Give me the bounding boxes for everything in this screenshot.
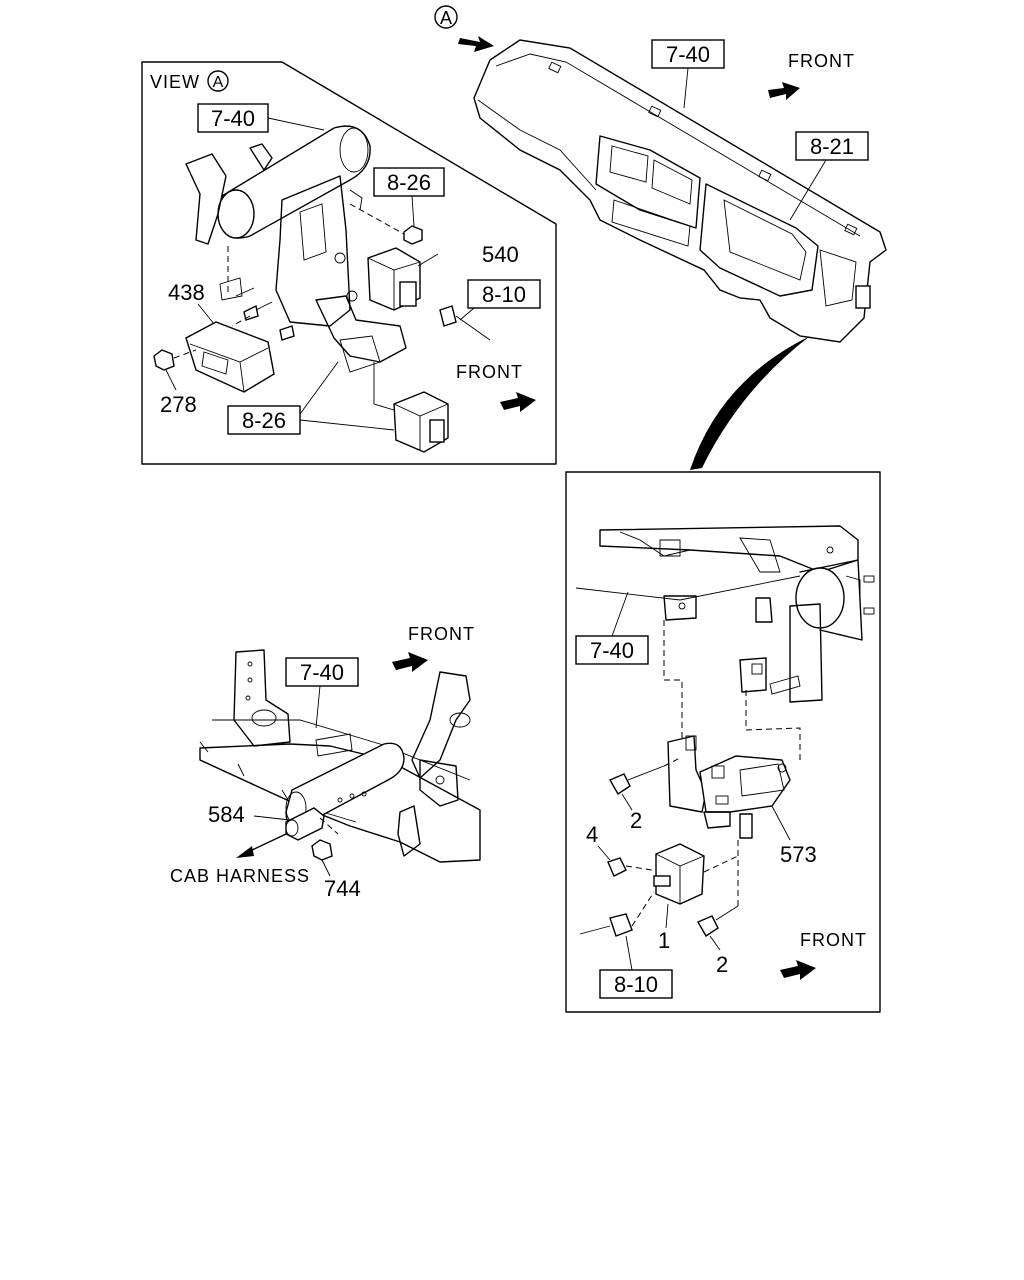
part-540-label: 540 xyxy=(482,242,519,267)
relay-detail-inset: 7-40 573 2 1 4 xyxy=(565,471,881,1013)
view-a-frame xyxy=(141,61,557,465)
part-278-label: 278 xyxy=(160,392,197,417)
ref-box-8-26-top xyxy=(373,167,445,197)
frame-left-pillar xyxy=(233,649,291,747)
view-a-inset: VIEW A 7-40 8-26 540 xyxy=(141,61,557,465)
front-label-frame: FRONT xyxy=(408,624,475,644)
ref-8-26-bottom-label: 8-26 xyxy=(242,408,286,433)
mounting-plate xyxy=(275,175,351,327)
part-584-label: 584 xyxy=(208,802,245,827)
part-573-label: 573 xyxy=(780,842,817,867)
dashboard-body xyxy=(473,39,887,343)
ref-7-40-frame-label: 7-40 xyxy=(300,660,344,685)
frame-right-pillar xyxy=(411,671,471,779)
ref-8-26-top-label: 8-26 xyxy=(387,170,431,195)
part-2-upper-label: 2 xyxy=(630,808,642,833)
nut-278 xyxy=(153,349,175,371)
ref-box-7-40-dash xyxy=(651,39,725,69)
detail-upper-beam xyxy=(599,525,859,573)
ref-7-40-view-label: 7-40 xyxy=(211,106,255,131)
ref-box-7-40-frame xyxy=(285,657,359,687)
screw-4 xyxy=(607,857,627,877)
nut-upper xyxy=(403,225,423,245)
front-arrow-top xyxy=(768,82,800,100)
part-4-label: 4 xyxy=(586,822,598,847)
front-arrow-frame xyxy=(392,652,428,672)
bolt-2-lower xyxy=(697,915,719,937)
front-label-top: FRONT xyxy=(788,51,855,71)
front-label-view-a: FRONT xyxy=(456,362,523,382)
ref-box-7-40-view xyxy=(197,103,269,133)
ref-box-8-10-detail xyxy=(599,969,673,999)
front-arrow-detail xyxy=(780,960,816,980)
detail-pointer-arrow xyxy=(690,336,810,470)
front-label-detail: FRONT xyxy=(800,930,867,950)
module-438 xyxy=(185,321,275,393)
instrument-cluster-bezel xyxy=(699,183,819,297)
ref-7-40-dash-label: 7-40 xyxy=(666,42,710,67)
cab-frame-detail: FRONT 7-40 584 744 xyxy=(170,624,481,901)
view-a-arrow xyxy=(458,36,494,52)
ref-box-7-40-detail xyxy=(575,635,649,665)
part-438-label: 438 xyxy=(168,280,205,305)
part-744-label: 744 xyxy=(324,876,361,901)
ref-box-8-21 xyxy=(795,131,869,161)
part-1-label: 1 xyxy=(658,928,670,953)
ref-box-8-10-view xyxy=(467,279,541,309)
view-a-marker-letter: A xyxy=(440,8,452,28)
center-console-bezel xyxy=(595,135,701,229)
ref-8-10-detail-label: 8-10 xyxy=(614,972,658,997)
cab-harness-label: CAB HARNESS xyxy=(170,866,310,886)
front-arrow-view-a xyxy=(500,392,536,412)
ref-8-21-label: 8-21 xyxy=(810,134,854,159)
ref-7-40-detail-label: 7-40 xyxy=(590,638,634,663)
bolt-2-upper xyxy=(609,773,631,795)
left-bracket xyxy=(185,153,227,245)
ref-8-10-view-label: 8-10 xyxy=(482,282,526,307)
part-2-lower-label: 2 xyxy=(716,952,728,977)
view-label: VIEW xyxy=(150,72,200,92)
nut-744 xyxy=(311,839,333,861)
view-a-inset-letter: A xyxy=(213,74,224,91)
view-a-circle xyxy=(434,5,458,29)
harness-connector-detail xyxy=(609,913,633,937)
detail-frame xyxy=(565,471,881,1013)
harness-connector-view xyxy=(439,305,457,327)
dashboard-overview: A 7-40 8-21 FRONT xyxy=(434,5,887,470)
